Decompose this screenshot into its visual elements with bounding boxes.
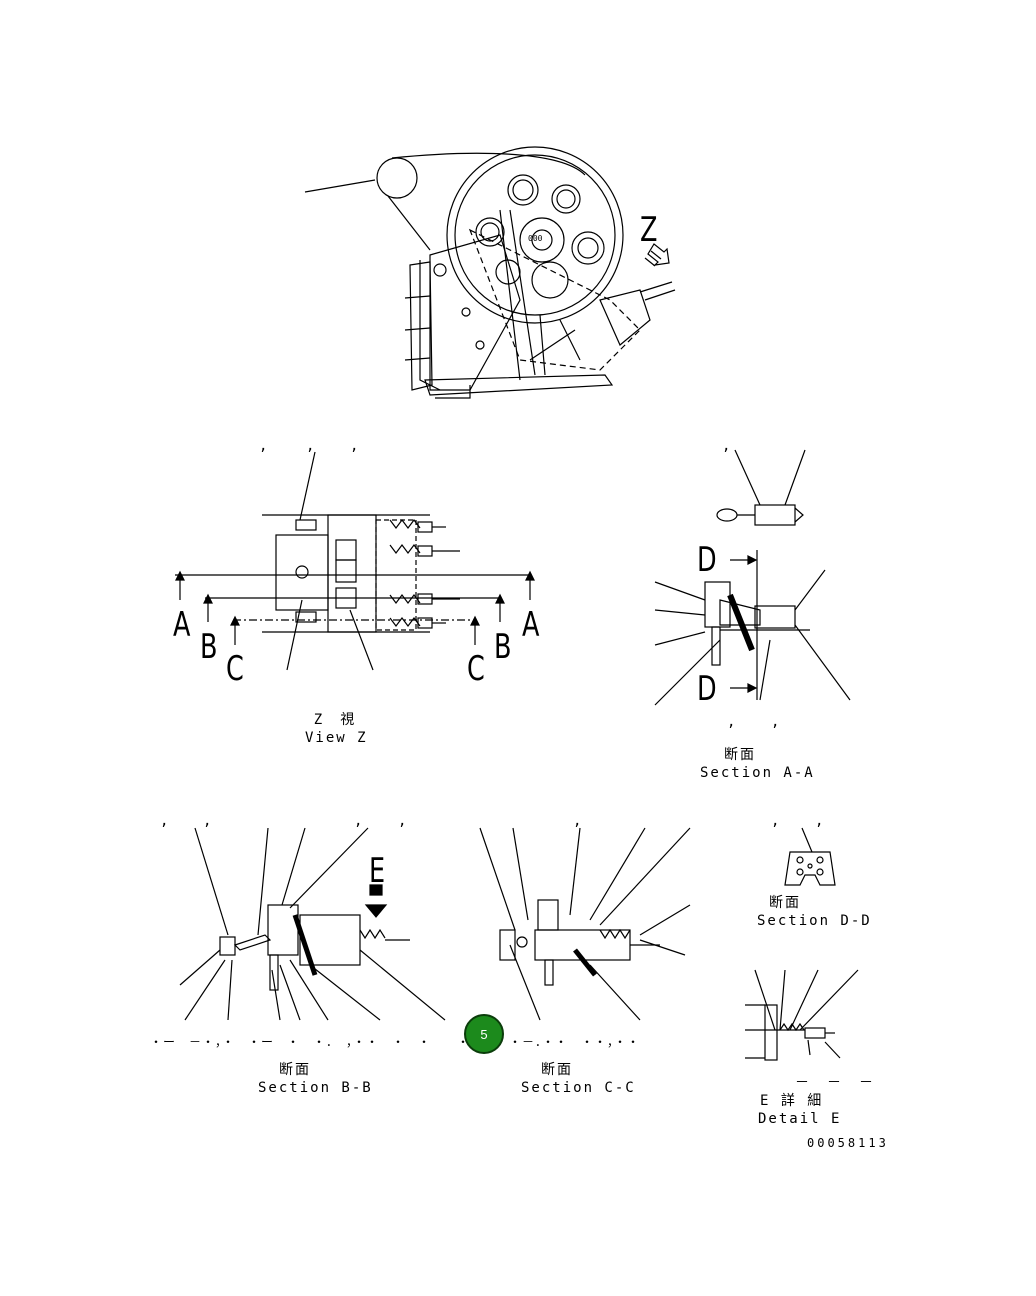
callout-mark: , [573, 813, 584, 829]
page-badge-number: 5 [480, 1026, 488, 1042]
marker-b-left: B [200, 627, 218, 667]
callout-mark: , [306, 438, 317, 454]
callout-mark: , [815, 813, 826, 829]
callout-mark: , [771, 714, 782, 730]
callout-mark: , [259, 438, 270, 454]
section-dd-drawing [784, 827, 836, 886]
marker-b-right: B [494, 627, 512, 667]
detail-e-dashes: － － － [795, 1075, 875, 1091]
section-cc-caption: Section C-C [521, 1080, 636, 1096]
detail-e-caption: Detail E [758, 1111, 842, 1127]
svg-text:000: 000 [528, 234, 543, 243]
callout-mark: , [722, 438, 733, 454]
callout-mark: , [350, 438, 361, 454]
marker-c-left: C [226, 649, 244, 689]
section-aa-jp-caption: 断面 [724, 747, 756, 763]
view-z-drawing [175, 451, 535, 671]
callout-mark: , [354, 813, 365, 829]
section-bb-drawing [179, 827, 446, 1021]
section-cc-jp-caption: 断面 [541, 1062, 573, 1078]
callout-mark: , [727, 714, 738, 730]
marker-a-right: A [522, 605, 540, 645]
detail-e-drawing [745, 969, 859, 1061]
drawing-number: 00058113 [807, 1136, 889, 1150]
section-bb-jp-caption: 断面 [279, 1062, 311, 1078]
marker-d-bottom: D [697, 669, 717, 709]
callout-mark: , [398, 813, 409, 829]
main-assembly-view: 000 [304, 146, 676, 399]
marker-e: E [369, 851, 386, 891]
marker-a-left: A [173, 605, 191, 645]
marker-z: Z [640, 210, 658, 250]
view-z-caption: View Z [305, 730, 368, 746]
view-z-jp-caption: Z 視 [313, 712, 357, 728]
marker-d-top: D [697, 540, 717, 580]
callout-mark: , [203, 813, 214, 829]
page-badge[interactable]: 5 [464, 1014, 504, 1054]
section-cc-drawing [479, 827, 691, 1021]
callout-mark: , [160, 813, 171, 829]
section-aa-caption: Section A-A [700, 765, 815, 781]
section-dd-caption: Section D-D [757, 913, 872, 929]
callout-mark: , [771, 813, 782, 829]
callout-dash-row: ・ー －・，・ ・ー ・ ・． ，・・ ・ ・ ・，－ ・－．・・ ・・，・・ [150, 1035, 641, 1049]
section-dd-jp-caption: 断面 [769, 895, 801, 911]
detail-e-jp-caption: E 詳 細 [760, 1093, 824, 1109]
section-aa-drawing [654, 449, 851, 706]
marker-c-right: C [467, 649, 485, 689]
section-bb-caption: Section B-B [258, 1080, 373, 1096]
